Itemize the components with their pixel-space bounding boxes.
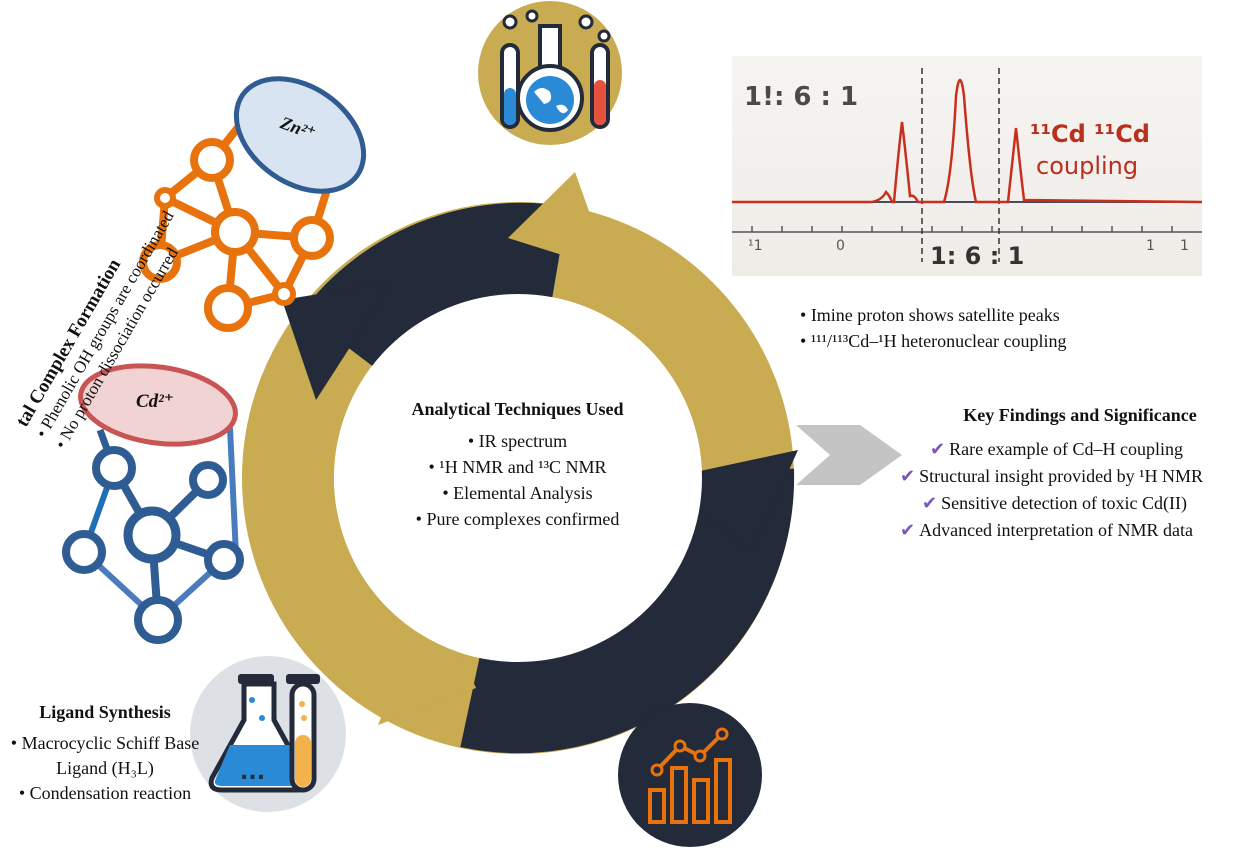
checkmark-icon: ✔	[922, 493, 938, 514]
bottom-ratio-label: 1: 6 : 1	[930, 242, 1025, 270]
chevron-arrow-icon	[796, 425, 902, 485]
nmr-spectrum-plot	[732, 68, 1202, 262]
spectrum-ticks	[751, 226, 1173, 232]
analytical-techniques-title: Analytical Techniques Used	[411, 399, 624, 419]
checkmark-icon: ✔	[900, 520, 916, 541]
flask-test-tube-icon	[190, 656, 346, 812]
finding-item: ✔Advanced interpretation of NMR data	[900, 520, 1194, 541]
ligand-item: Macrocyclic Schiff Base Ligand (H₃L)	[0, 731, 210, 781]
nmr-spectrum-panel: 1!: 6 : 1 ¹¹Cd ¹¹Cd coupling 1: 6 : 1 ¹1…	[732, 56, 1202, 276]
ligand-item: Condensation reaction	[0, 781, 210, 806]
technique-item: Pure complexes confirmed	[360, 506, 675, 532]
axis-tick-label: 1	[1146, 238, 1155, 254]
ligand-synthesis: Ligand Synthesis Macrocyclic Schiff Base…	[0, 700, 210, 806]
axis-tick-label: ¹1	[748, 238, 763, 254]
coupling-label-line1: ¹¹Cd ¹¹Cd	[1030, 120, 1150, 148]
technique-item: Elemental Analysis	[360, 480, 675, 506]
analytical-techniques: Analytical Techniques Used IR spectrum ¹…	[360, 396, 675, 532]
spectrum-peaks	[732, 78, 1202, 204]
flask-dots: ...	[240, 760, 266, 785]
arrowhead-navy-left	[282, 282, 392, 400]
lab-glassware-icon	[478, 1, 622, 145]
technique-item: ¹H NMR and ¹³C NMR	[360, 454, 675, 480]
finding-item: ✔Structural insight provided by ¹H NMR	[900, 466, 1203, 487]
arrowhead-gold-top	[508, 172, 610, 270]
axis-tick-label: 1	[1180, 238, 1189, 254]
key-findings-title: Key Findings and Significance	[963, 405, 1197, 425]
axis-tick-label: 0	[836, 238, 845, 254]
key-findings: Key Findings and Significance ✔Rare exam…	[900, 402, 1260, 544]
nmr-note-item: ¹¹¹/¹¹³Cd–¹H heteronuclear coupling	[800, 328, 1067, 354]
arrowhead-gold-bottom	[378, 590, 476, 725]
finding-item: ✔Rare example of Cd–H coupling	[930, 439, 1184, 460]
technique-item: IR spectrum	[360, 428, 675, 454]
bar-chart-icon	[618, 703, 762, 847]
zn-ion-ellipse	[233, 76, 367, 194]
checkmark-icon: ✔	[900, 466, 916, 487]
finding-item: ✔Sensitive detection of toxic Cd(II)	[922, 493, 1188, 514]
nmr-notes: Imine proton shows satellite peaks ¹¹¹/¹…	[800, 302, 1067, 354]
coupling-label-line2: coupling	[1036, 152, 1139, 180]
top-ratio-label: 1!: 6 : 1	[744, 82, 859, 112]
checkmark-icon: ✔	[930, 439, 946, 460]
ligand-synthesis-title: Ligand Synthesis	[39, 702, 171, 722]
cd-ion-label: Cd²⁺	[136, 391, 174, 412]
nmr-note-item: Imine proton shows satellite peaks	[800, 302, 1067, 328]
